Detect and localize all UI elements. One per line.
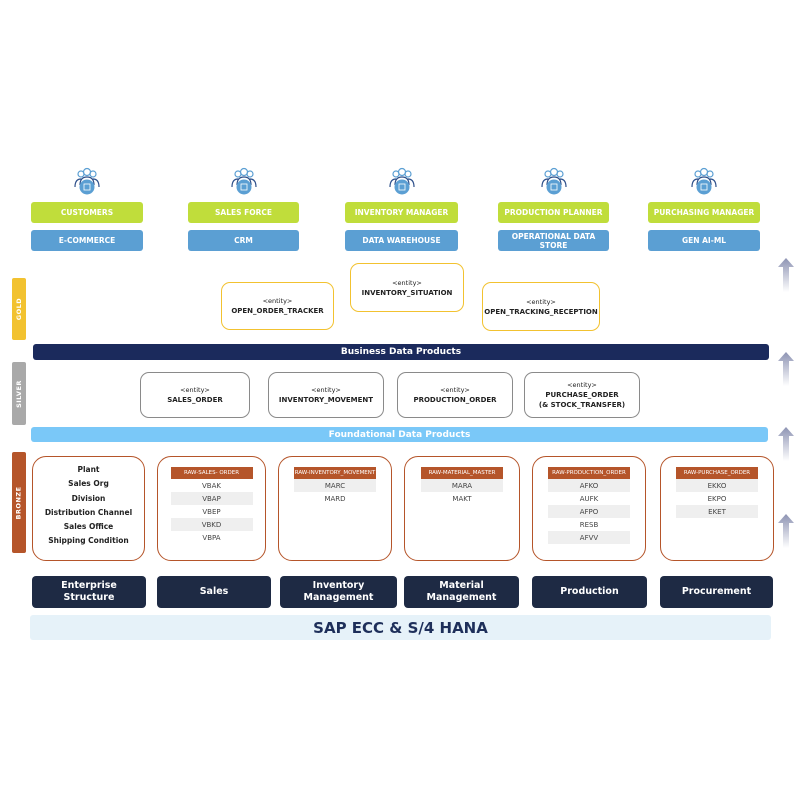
entity-name: OPEN_TRACKING_RECEPTION [484,307,598,316]
entity-tag: <entity> [262,297,293,305]
persona-role: CUSTOMERS [31,202,143,223]
raw-table-header: RAW-INVENTORY_MOVEMENT [294,467,376,479]
persona-system: DATA WAREHOUSE [345,230,458,251]
raw-table-row: EKPO [707,494,727,503]
up-arrow-icon [778,514,794,548]
foundational-data-products-bar: Foundational Data Products [31,427,768,442]
raw-table-header: RAW-MATERIAL_MASTER [421,467,503,479]
raw-table-row: VBAK [202,481,221,490]
raw-table-row: AFVV [548,531,630,544]
raw-table-header: RAW-PURCHASE_ORDER [676,467,758,479]
domain-box: Production [532,576,647,608]
silver-entity: <entity> SALES_ORDER [140,372,250,418]
raw-table-box: RAW-SALES- ORDER VBAK VBAP VBEP VBKD VBPA [157,456,266,561]
domain-box: Sales [157,576,271,608]
enterprise-structure-item: Distribution Channel [44,507,133,517]
raw-table-row: MARA [421,479,503,492]
raw-table-row: VBKD [170,518,253,531]
raw-table-row: EKET [676,505,758,518]
users-gear-icon [539,167,569,197]
enterprise-structure-item: Shipping Condition [48,536,129,546]
enterprise-structure-item: Division [71,493,106,503]
persona-role: PRODUCTION PLANNER [498,202,609,223]
persona-role: PURCHASING MANAGER [648,202,760,223]
persona-role: SALES FORCE [188,202,299,223]
persona-system: OPERATIONAL DATA STORE [498,230,609,251]
raw-table-row: MAKT [452,494,472,503]
raw-table-row: MARC [294,479,376,492]
domain-box: Procurement [660,576,773,608]
entity-name: INVENTORY_SITUATION [361,288,453,297]
raw-table-row: AUFK [579,494,599,503]
enterprise-structure-item: Plant [77,465,100,474]
users-inventory-icon [387,167,417,197]
silver-entity: <entity> PURCHASE_ORDER (& STOCK_TRANSFER… [524,372,640,418]
raw-table-header: RAW-PRODUCTION_ORDER [548,467,630,479]
users-cart-icon [72,167,102,197]
users-document-icon [689,167,719,197]
persona-role: INVENTORY MANAGER [345,202,458,223]
persona-system: GEN AI-ML [648,230,760,251]
raw-table-row: VBPA [202,533,221,542]
enterprise-structure-item: Sales Office [63,522,114,532]
gold-entity: <entity>INVENTORY_SITUATION [350,263,464,312]
gold-entity: <entity> OPEN_ORDER_TRACKER [221,282,334,330]
domain-box: Enterprise Structure [32,576,146,608]
entity-name: OPEN_ORDER_TRACKER [231,307,324,315]
raw-table-row: AFPO [548,505,630,518]
entity-tag: <entity> [567,381,597,389]
entity-tag: <entity> [440,386,470,394]
raw-table-header: RAW-SALES- ORDER [170,467,253,479]
entity-tag: <entity> [311,386,341,394]
raw-table-row: VBEP [202,507,221,516]
silver-entity: <entity> PRODUCTION_ORDER [397,372,513,418]
persona-system: E-COMMERCE [31,230,143,251]
domain-box: Inventory Management [280,576,397,608]
enterprise-structure-item: Sales Org [68,479,109,489]
bronze-label-text: BRONZE [15,485,23,520]
domain-box: Material Management [404,576,519,608]
gold-layer-label: GOLD [12,278,26,340]
entity-tag: <entity> [526,297,556,306]
raw-table-row: EKKO [676,479,758,492]
silver-label-text: SILVER [15,379,24,408]
silver-entity: <entity> INVENTORY_MOVEMENT [268,372,384,418]
up-arrow-icon [778,427,794,461]
entity-name: PURCHASE_ORDER (& STOCK_TRANSFER) [538,391,626,409]
raw-table-row: AFKO [548,479,630,492]
entity-tag: <entity> [180,386,210,394]
entity-name: SALES_ORDER [167,396,223,404]
business-data-products-bar: Business Data Products [33,344,769,360]
raw-table-row: RESB [579,520,599,529]
raw-table-row: MARD [324,494,346,503]
entity-tag: <entity> [392,278,422,287]
silver-layer-label: SILVER [12,362,26,425]
bronze-layer-label: BRONZE [12,452,26,553]
up-arrow-icon [778,352,794,386]
persona-system: CRM [188,230,299,251]
source-system-bar: SAP ECC & S/4 HANA [30,615,771,640]
gold-entity: <entity>OPEN_TRACKING_RECEPTION [482,282,600,331]
entity-name: PRODUCTION_ORDER [413,396,497,404]
up-arrow-icon [778,258,794,292]
raw-table: RAW-SALES- ORDER VBAK VBAP VBEP VBKD VBPA [170,467,253,544]
raw-table-row: VBAP [170,492,253,505]
entity-name: INVENTORY_MOVEMENT [278,396,374,404]
users-chart-icon [229,167,259,197]
gold-label-text: GOLD [15,297,23,321]
